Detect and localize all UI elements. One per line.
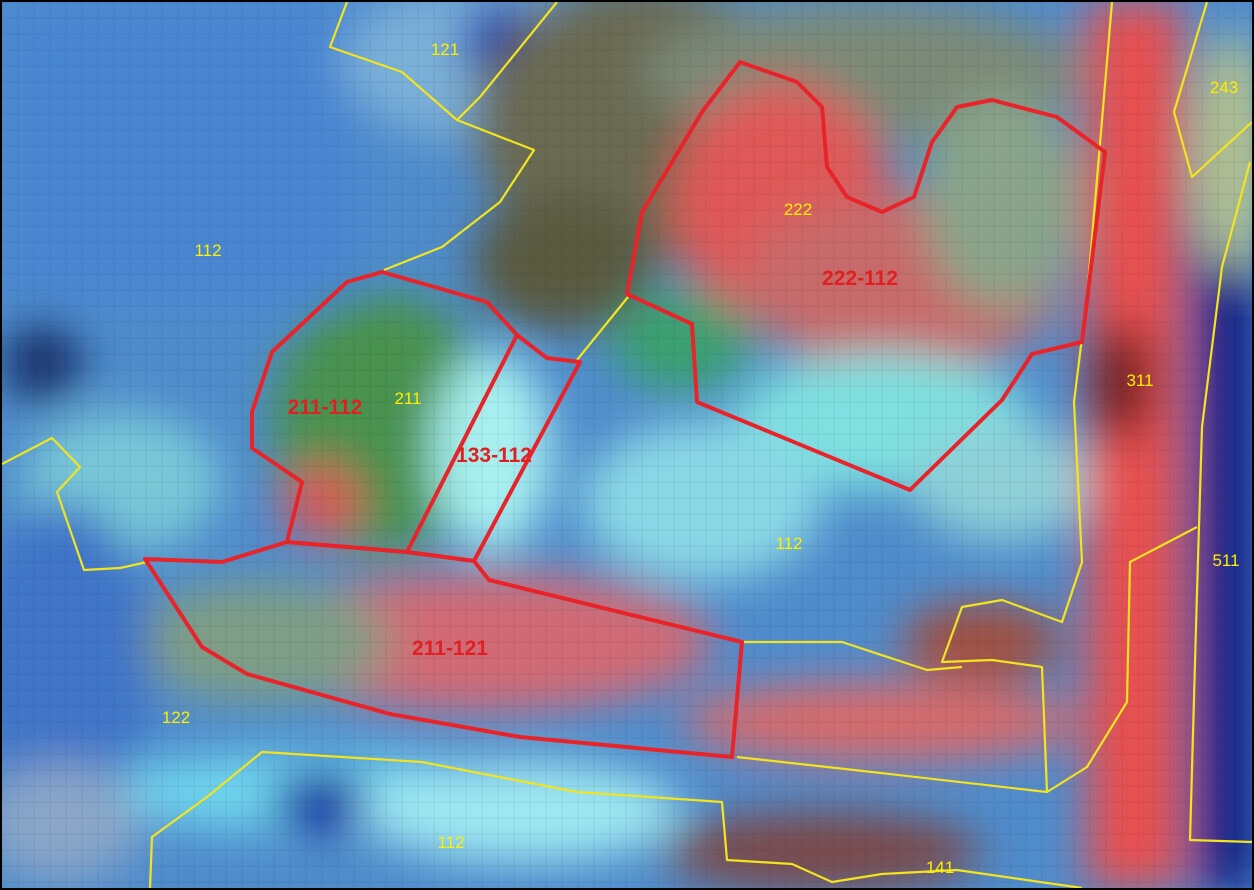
- boundary-122-north: [2, 436, 148, 572]
- label-211-121: 211-121: [412, 637, 488, 660]
- label-141: 141: [926, 858, 954, 877]
- label-112-center: 112: [775, 534, 802, 553]
- label-211-112: 211-112: [288, 396, 363, 419]
- boundary-222-211: [576, 296, 629, 361]
- change-polygons: [143, 60, 1107, 759]
- label-211: 211: [394, 389, 421, 408]
- polygon-133-112[interactable]: [405, 334, 519, 553]
- boundary-511: [1188, 161, 1252, 844]
- label-243: 243: [1210, 78, 1238, 97]
- label-112-bottom: 112: [437, 833, 464, 852]
- boundary-112-south: [742, 640, 963, 672]
- polygon-222-112[interactable]: [625, 60, 1107, 492]
- boundary-112-bottom: [148, 750, 1083, 888]
- boundary-121: [328, 2, 536, 272]
- boundary-311-south: [736, 526, 1198, 794]
- label-311: 311: [1126, 371, 1153, 390]
- label-222-112: 222-112: [822, 267, 898, 290]
- boundary-121-east: [456, 2, 558, 121]
- change-labels: 222-112 211-112 133-112 211-121: [288, 267, 898, 660]
- label-112-left: 112: [194, 241, 221, 260]
- label-122: 122: [162, 708, 190, 727]
- boundary-243: [1172, 2, 1252, 179]
- label-511: 511: [1212, 551, 1239, 570]
- base-labels: 121 243 112 222 211 311 112 511 122 112 …: [162, 40, 1240, 877]
- label-222: 222: [784, 200, 812, 219]
- polygon-211-121[interactable]: [143, 540, 744, 759]
- label-133-112: 133-112: [456, 444, 532, 467]
- boundary-311-west: [940, 2, 1114, 793]
- label-121: 121: [431, 40, 459, 59]
